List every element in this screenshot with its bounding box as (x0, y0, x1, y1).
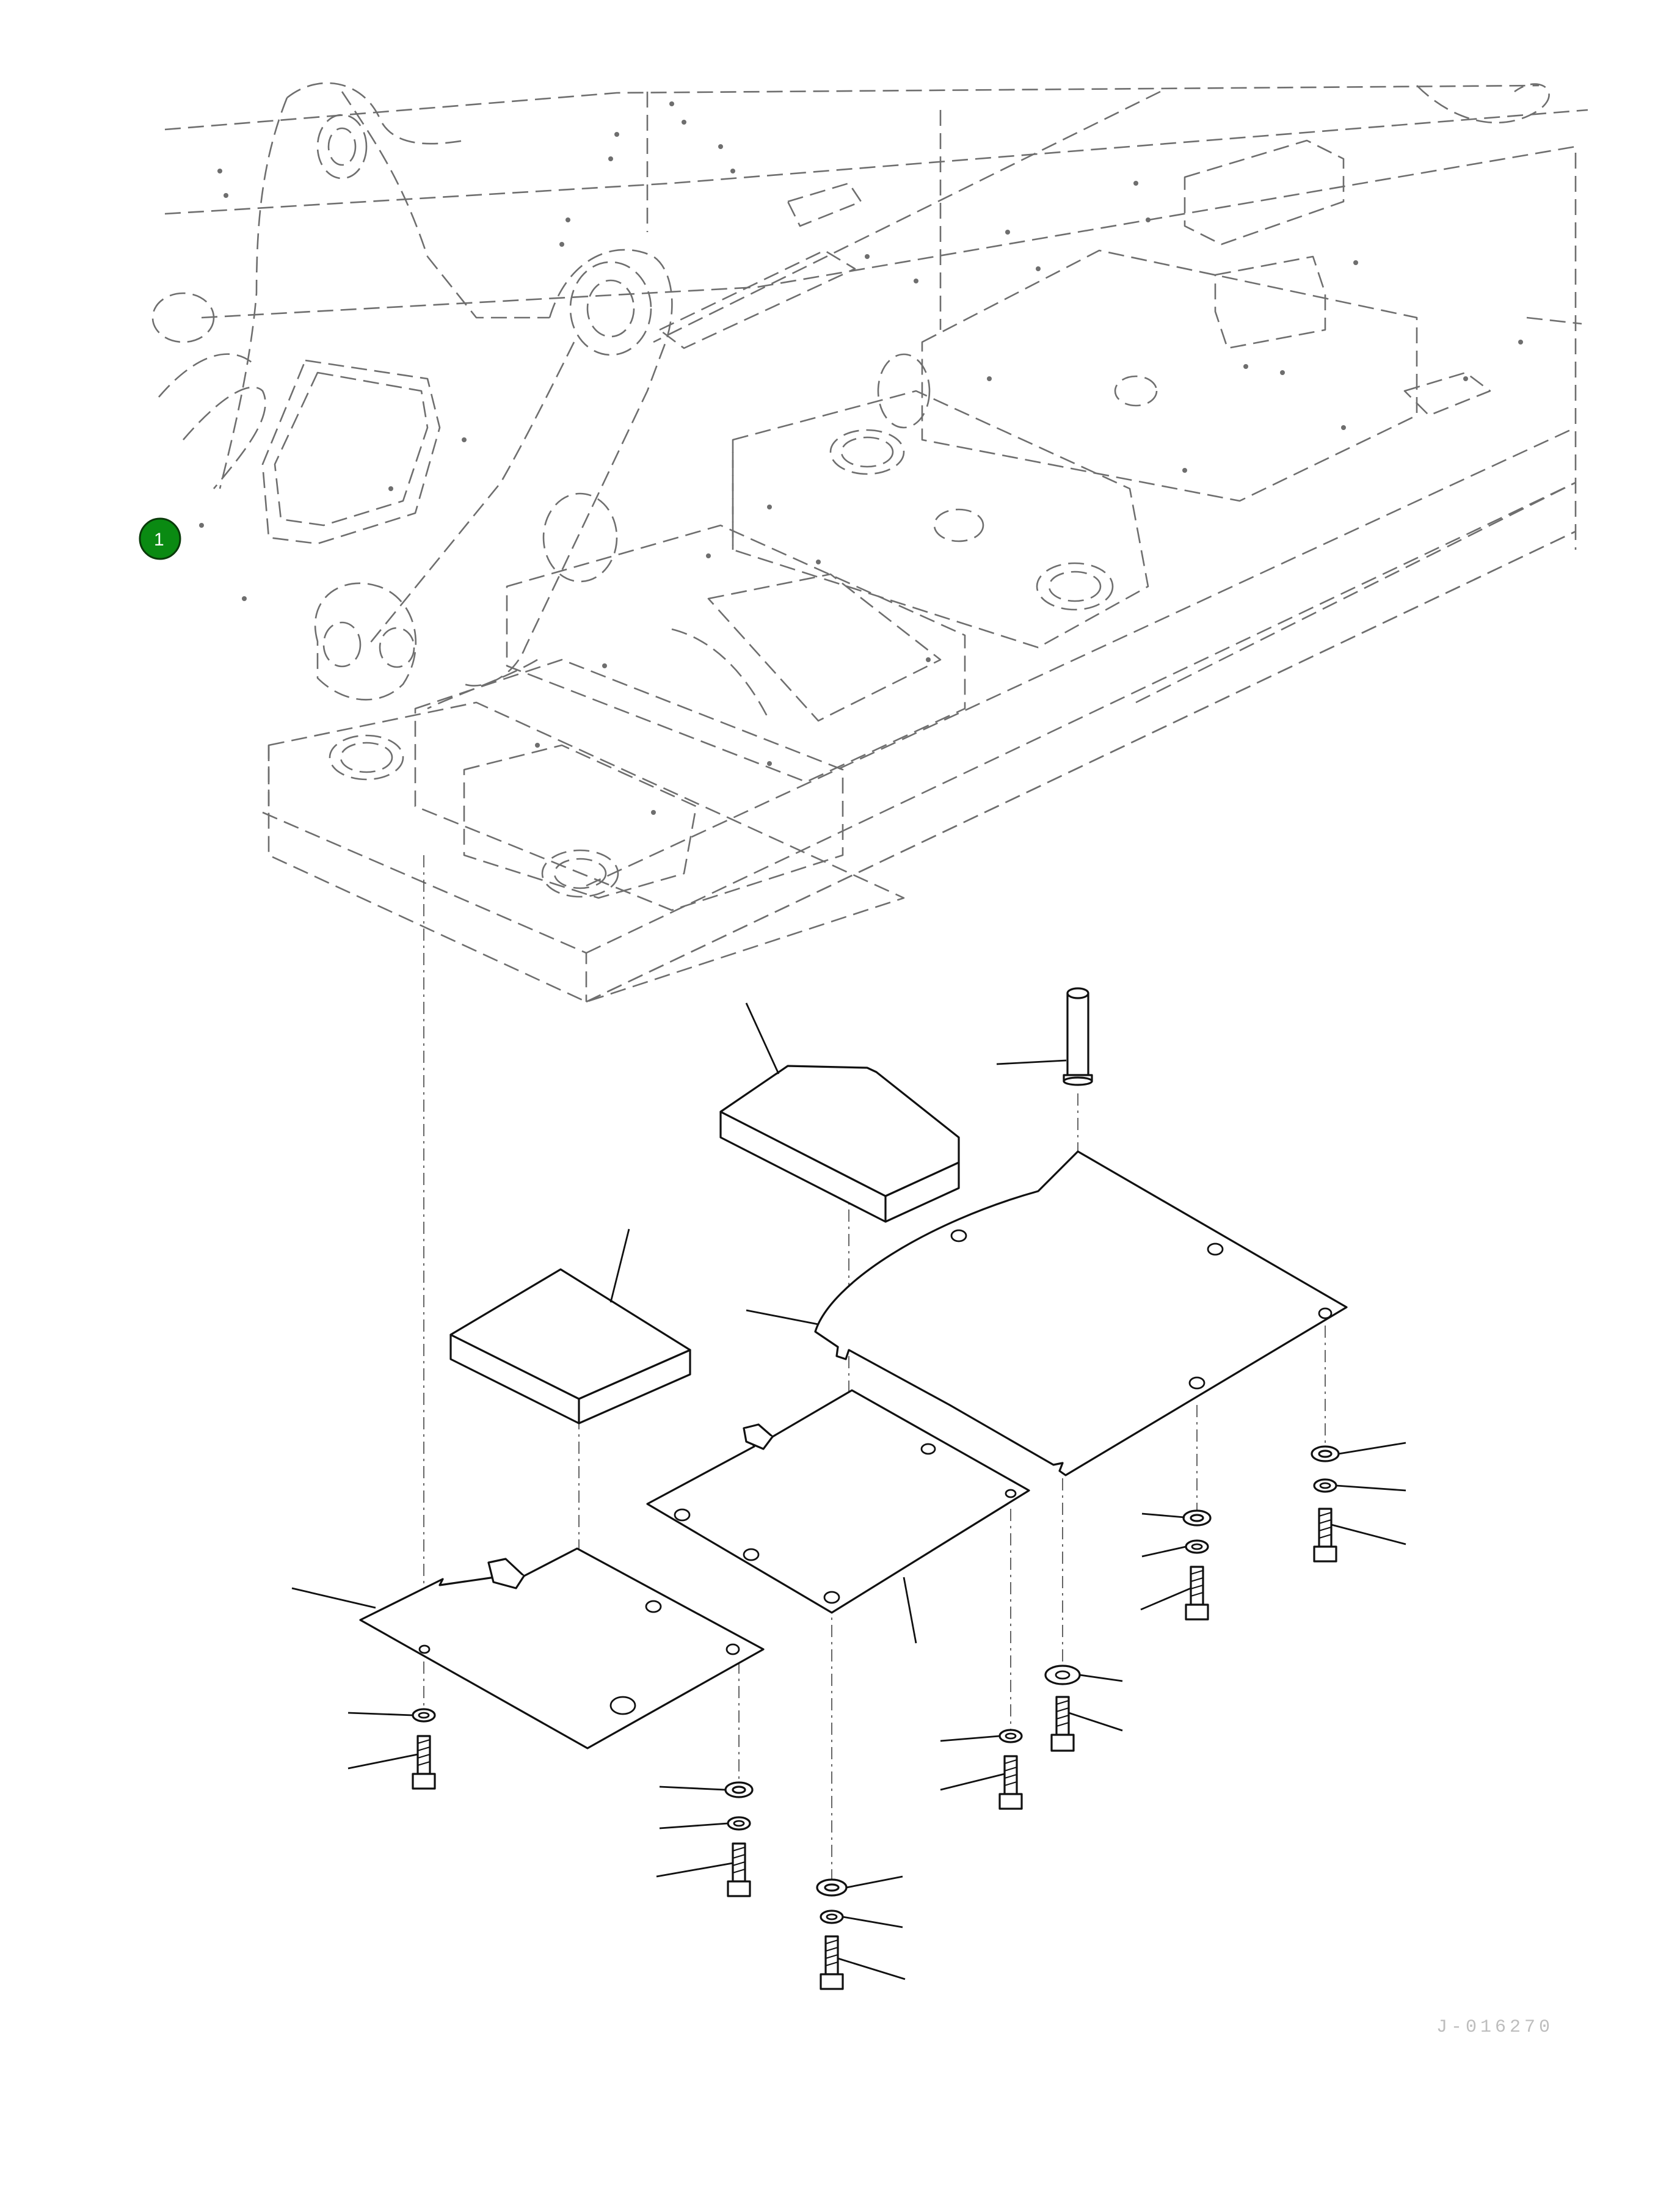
bolt-center[interactable] (727, 1842, 751, 1897)
cushion-block-upper[interactable] (719, 1065, 960, 1223)
callout-1[interactable]: 1 (139, 517, 181, 560)
cushion-block-lower[interactable] (449, 1268, 691, 1425)
washer-stack-bottom[interactable] (816, 1878, 848, 1924)
floor-plate-right[interactable] (814, 1150, 1348, 1476)
bolt-right[interactable] (1313, 1508, 1337, 1563)
callout-label: 1 (154, 530, 164, 550)
callout-circle[interactable] (139, 517, 181, 560)
drawing-number: J-016270 (1436, 2017, 1554, 2038)
washer-stack-right[interactable] (1311, 1445, 1340, 1493)
washer-mid-right[interactable] (998, 1729, 1023, 1743)
bolt-left[interactable] (412, 1735, 436, 1790)
machine-frame-ghost (151, 82, 1588, 1003)
bolt-plate-edge[interactable] (1050, 1696, 1075, 1752)
leader-lines (291, 1002, 1406, 1980)
washer-stack-center[interactable] (724, 1781, 754, 1831)
bolt-bottom[interactable] (820, 1935, 844, 1990)
washer-left[interactable] (412, 1708, 436, 1723)
washer-stack-center-right[interactable] (1182, 1509, 1212, 1554)
bolt-mid-right[interactable] (998, 1755, 1023, 1810)
spacer-pipe[interactable] (1063, 987, 1093, 1086)
floor-plate-middle[interactable] (646, 1389, 1030, 1614)
floor-plate-left[interactable] (359, 1547, 765, 1749)
bolt-center-right[interactable] (1185, 1566, 1209, 1621)
frame-bolt-dots (199, 101, 1523, 815)
washer-stack-plate-edge[interactable] (1044, 1665, 1081, 1685)
